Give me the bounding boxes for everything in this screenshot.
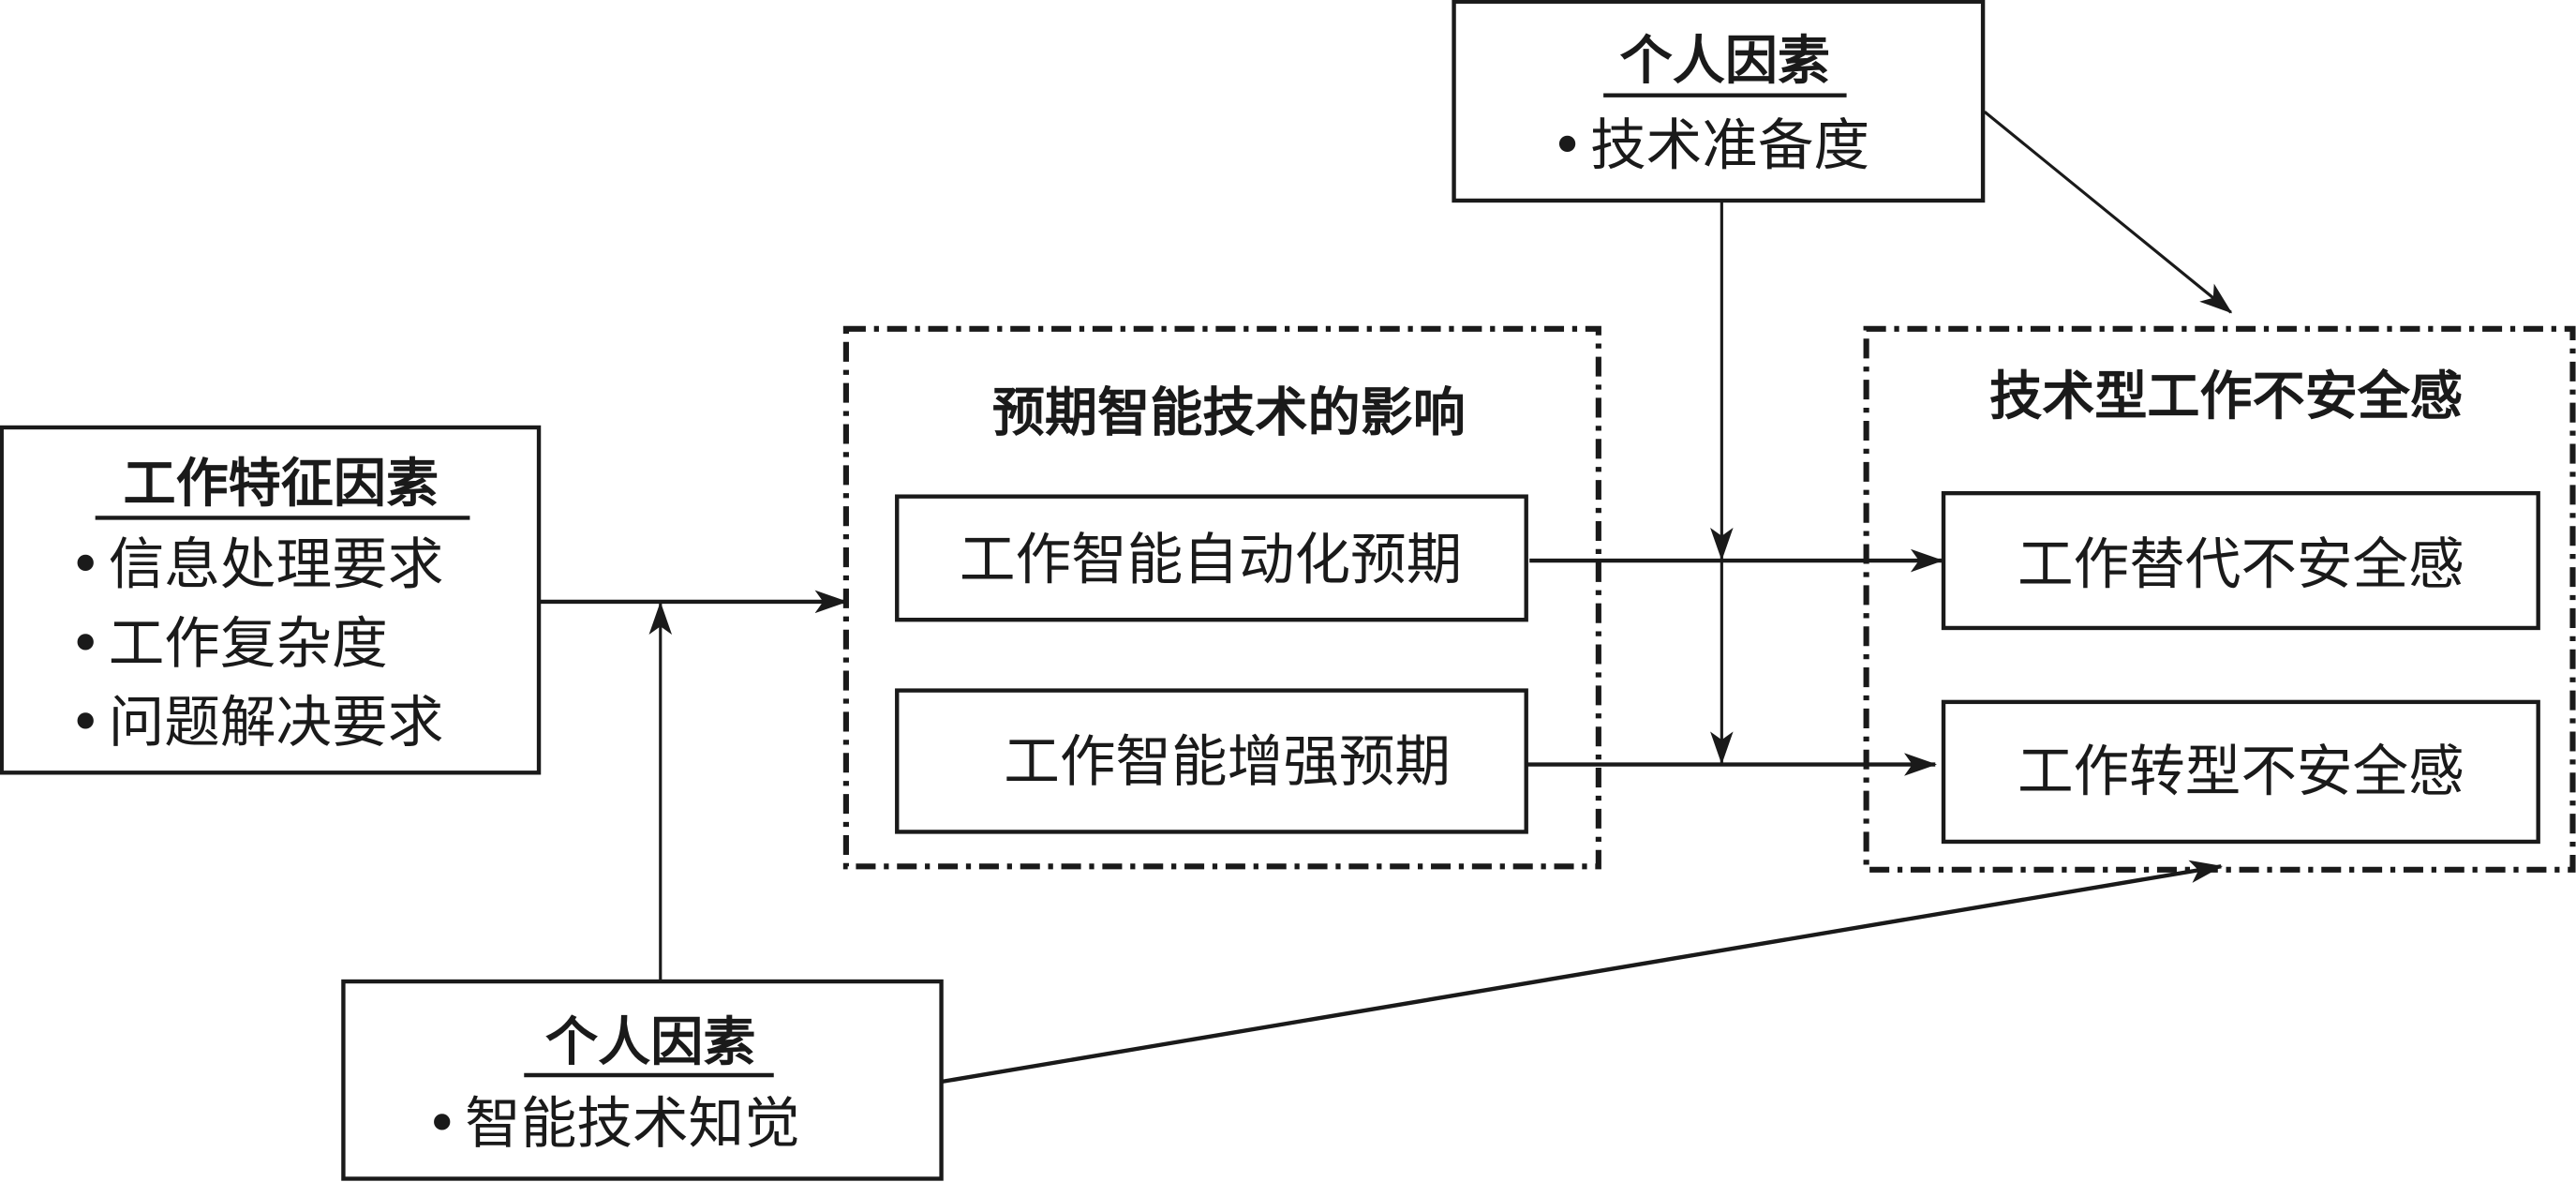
work-features-node[interactable]: 工作特征因素 • 信息处理要求 • 工作复杂度 • 问题解决要求 <box>0 425 542 775</box>
replacement-insecurity-node[interactable]: 工作替代不安全感 <box>1941 490 2540 631</box>
replacement-insecurity-label: 工作替代不安全感 <box>2018 533 2464 598</box>
personal-factors-top-bullet: • <box>1551 113 1584 178</box>
personal-factors-bottom-title: 个人因素 <box>545 1012 755 1073</box>
arrow-tech-perception-to-insecurity <box>941 860 2224 1085</box>
expected-impact-title: 预期智能技术的影响 <box>992 382 1466 443</box>
job-insecurity-title: 技术型工作不安全感 <box>1989 367 2463 427</box>
transformation-insecurity-label: 工作转型不安全感 <box>2018 741 2464 805</box>
augmentation-expectation-label: 工作智能增强预期 <box>1004 730 1451 795</box>
work-features-item-2: 工作复杂度 <box>109 612 388 677</box>
personal-factors-bottom-bullet: • <box>425 1092 458 1157</box>
work-features-title: 工作特征因素 <box>123 454 439 515</box>
personal-factors-top-item-1: 技术准备度 <box>1590 113 1869 178</box>
work-features-item-3: 问题解决要求 <box>109 691 444 756</box>
personal-factors-top-node[interactable]: 个人因素 • 技术准备度 <box>1452 0 1986 203</box>
personal-factors-top-title: 个人因素 <box>1620 31 1830 92</box>
work-features-item-1: 信息处理要求 <box>109 533 444 598</box>
arrow-tech-readiness-to-insecurity <box>1983 111 2233 314</box>
expected-impact-group: 预期智能技术的影响 工作智能自动化预期 工作智能增强预期 <box>842 325 1601 870</box>
work-features-bullet-1: • <box>69 533 102 598</box>
job-insecurity-group: 技术型工作不安全感 工作替代不安全感 工作转型不安全感 <box>1863 325 2576 873</box>
augmentation-expectation-node[interactable]: 工作智能增强预期 <box>895 688 1528 834</box>
job-insecurity-frame <box>1863 325 2576 873</box>
automation-expectation-node[interactable]: 工作智能自动化预期 <box>895 494 1528 622</box>
personal-factors-bottom-node[interactable]: 个人因素 • 智能技术知觉 <box>341 979 944 1181</box>
work-features-bullet-2: • <box>69 612 102 677</box>
work-features-bullet-3: • <box>69 691 102 756</box>
personal-factors-bottom-item-1: 智能技术知觉 <box>465 1092 800 1157</box>
automation-expectation-label: 工作智能自动化预期 <box>960 528 1462 592</box>
transformation-insecurity-node[interactable]: 工作转型不安全感 <box>1941 699 2540 845</box>
